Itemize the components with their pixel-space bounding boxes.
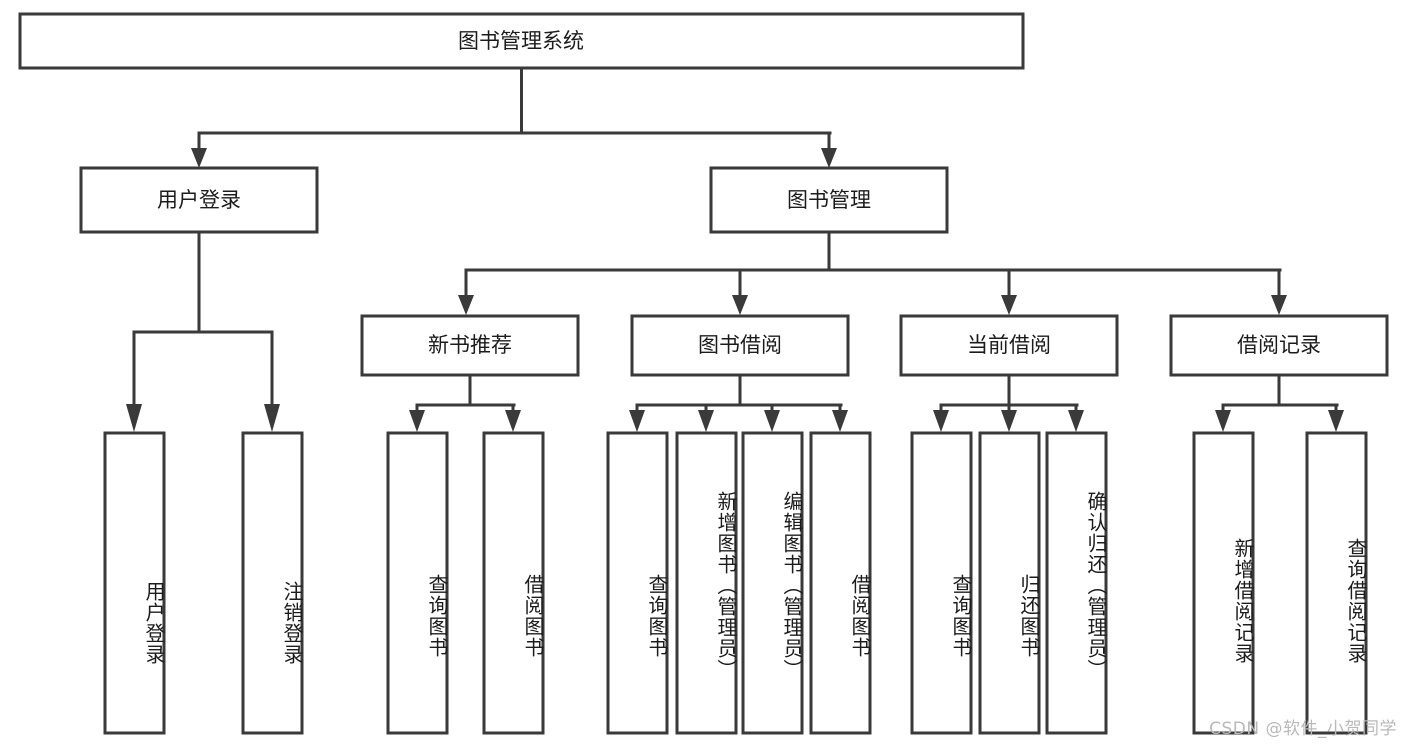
node-current-borrow-box[interactable]	[899, 314, 1119, 377]
leaf-box-currentborrow-3[interactable]	[1045, 431, 1108, 735]
leaf-box-bookborrow-3[interactable]	[741, 431, 804, 735]
node-root-system[interactable]: 图书管理系统	[18, 12, 1025, 70]
arrowhead-leaf-currentborrow-1	[933, 410, 949, 432]
node-user-login[interactable]: 用户登录	[79, 166, 319, 234]
node-borrow-record-box[interactable]	[1169, 314, 1389, 377]
arrowhead-user-login	[191, 148, 207, 168]
leaf-box-bookborrow-2[interactable]	[675, 431, 738, 735]
leaf-box-user-login-2[interactable]	[241, 431, 304, 735]
arrowhead-leaf-currentborrow-2	[1001, 410, 1017, 432]
node-borrow-record[interactable]: 借阅记录	[1169, 314, 1389, 377]
arrowhead-leaf-bookborrow-1	[629, 410, 645, 432]
arrowhead-current-borrow	[1001, 295, 1017, 315]
arrowhead-borrow-record	[1271, 295, 1287, 315]
node-user-login-box[interactable]	[79, 166, 319, 234]
arrowhead-leaf-newbook-1	[409, 410, 425, 432]
arrowhead-leaf-borrowrecord-2	[1328, 410, 1344, 432]
leaf-box-user-login-1[interactable]	[103, 431, 166, 735]
node-borrow-record-label: 借阅记录	[1237, 333, 1321, 357]
node-book-borrow-label: 图书借阅	[698, 333, 782, 357]
leaf-box-borrowrecord-1[interactable]	[1192, 431, 1255, 735]
arrowhead-book-borrow	[732, 295, 748, 315]
leaf-box-newbook-1[interactable]	[386, 431, 449, 735]
arrowhead-leaf-newbook-2	[505, 410, 521, 432]
arrowhead-leaf-bookborrow-4	[832, 410, 848, 432]
node-current-borrow[interactable]: 当前借阅	[899, 314, 1119, 377]
node-book-borrow-box[interactable]	[630, 314, 850, 377]
node-book-management[interactable]: 图书管理	[709, 166, 949, 234]
node-root-label: 图书管理系统	[458, 29, 584, 53]
node-current-borrow-label: 当前借阅	[967, 333, 1051, 357]
arrowhead-leaf-bookborrow-3	[764, 410, 780, 432]
arrowhead-leaf-user-login-2	[264, 404, 280, 432]
arrowhead-leaf-user-login-1	[126, 404, 142, 432]
node-new-book-recommend-box[interactable]	[360, 314, 580, 377]
csdn-watermark: CSDN @软件_小贺同学	[1209, 719, 1397, 739]
node-root-box[interactable]	[18, 12, 1025, 70]
arrowhead-leaf-currentborrow-3	[1068, 410, 1084, 432]
node-user-login-label: 用户登录	[157, 188, 241, 212]
leaf-box-borrowrecord-2[interactable]	[1305, 431, 1368, 735]
arrowhead-book-mgmt	[821, 148, 837, 168]
connectors-layer	[126, 66, 1344, 432]
arrowhead-leaf-borrowrecord-1	[1215, 410, 1231, 432]
arrowhead-new-book	[458, 295, 474, 315]
node-new-book-recommend-label: 新书推荐	[428, 333, 512, 357]
arrowhead-leaf-bookborrow-2	[698, 410, 714, 432]
node-book-management-label: 图书管理	[787, 188, 871, 212]
node-book-management-box[interactable]	[709, 166, 949, 234]
leaf-box-newbook-2[interactable]	[482, 431, 545, 735]
leaf-box-bookborrow-4[interactable]	[809, 431, 872, 735]
leaf-box-currentborrow-2[interactable]	[978, 431, 1041, 735]
leaf-box-bookborrow-1[interactable]	[606, 431, 669, 735]
leaf-box-currentborrow-1[interactable]	[910, 431, 973, 735]
node-book-borrow[interactable]: 图书借阅	[630, 314, 850, 377]
node-new-book-recommend[interactable]: 新书推荐	[360, 314, 580, 377]
